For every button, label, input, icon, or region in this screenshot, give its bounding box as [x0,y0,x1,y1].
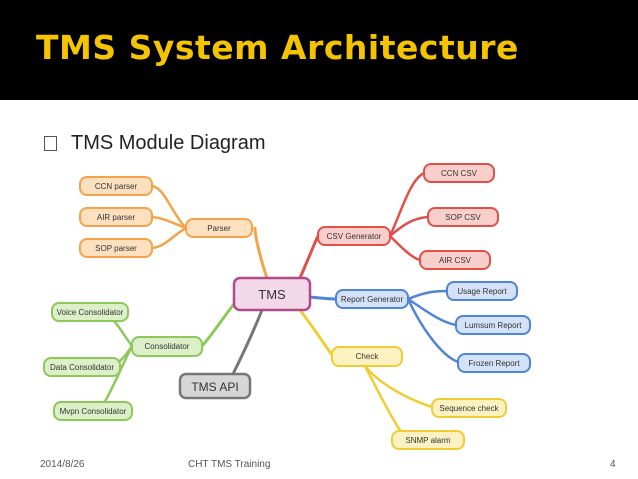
node-sequence-check [431,398,507,418]
node-mvpn-consolidator-label: Mvpn Consolidator [60,407,127,416]
node-sop-csv [427,207,499,227]
edge-parser-ccn [150,184,188,230]
bullet-text: TMS Module Diagram [71,132,266,154]
node-tms-api [178,372,252,400]
node-sop-csv-label: SOP CSV [445,213,481,222]
node-sop-parser-label: SOP parser [95,244,137,253]
node-ccn-parser [79,176,153,196]
node-lumsum-report [455,315,531,335]
node-usage-report [446,281,518,301]
edge-parser-air [150,215,188,230]
footer-center: CHT TMS Training [188,459,271,470]
node-air-parser [79,207,153,227]
node-sequence-check-label: Sequence check [439,404,499,413]
node-air-csv [419,250,491,270]
footer-date: 2014/8/26 [40,459,85,470]
node-ccn-csv [423,163,495,183]
title-bar: TMS System Architecture [0,0,638,100]
edge-tms-csv [298,234,320,280]
node-ccn-csv-label: CCN CSV [441,169,478,178]
node-data-consolidator-label: Data Consolidator [50,363,114,372]
slide-title: TMS System Architecture [36,28,519,67]
edge-check-snmp [363,364,407,439]
node-parser-label: Parser [207,224,231,233]
edge-tms-check [298,308,334,357]
node-tms-api-label: TMS API [191,380,238,394]
edge-csv-sop [388,215,430,238]
node-mvpn-consolidator [53,401,133,421]
edge-report-frozen [406,297,460,364]
edge-check-sequence [363,364,434,409]
edge-tms-api [230,308,264,378]
node-frozen-report [457,353,531,373]
node-check-label: Check [356,352,380,361]
edge-tms-report [308,295,338,301]
node-parser [185,218,253,238]
bullet-row: TMS Module Diagram [44,132,266,155]
edge-csv-ccn [388,171,426,238]
node-report-generator [335,289,409,309]
node-air-csv-label: AIR CSV [439,256,472,265]
node-lumsum-report-label: Lumsum Report [465,321,523,330]
module-diagram: TMS Parser CCN parser AIR parser SOP par… [43,163,531,450]
node-check [331,346,403,367]
edge-parser-sop [150,226,188,250]
node-voice-consolidator-label: Voice Consolidator [57,308,124,317]
node-tms-label: TMS [258,287,286,302]
node-frozen-report-label: Frozen Report [468,359,520,368]
node-air-parser-label: AIR parser [97,213,136,222]
node-sop-parser [79,238,153,258]
node-voice-consolidator [51,302,129,322]
node-csv-generator-label: CSV Generator [327,232,382,241]
edge-report-usage [406,289,449,301]
edge-report-lumsum [406,297,458,327]
node-consolidator-label: Consolidator [145,342,190,351]
edge-csv-air [388,234,422,262]
bullet-box-icon [44,136,57,151]
node-tms [232,276,312,312]
node-csv-generator [317,226,391,246]
node-data-consolidator [43,357,121,377]
node-report-generator-label: Report Generator [341,295,404,304]
node-usage-report-label: Usage Report [457,287,507,296]
node-consolidator [131,336,203,357]
node-ccn-parser-label: CCN parser [95,182,138,191]
node-snmp-alarm [391,430,465,450]
edge-tms-consolidator [200,298,239,348]
page-number: 4 [610,459,616,470]
node-snmp-alarm-label: SNMP alarm [405,436,451,445]
edge-cons-mvpn [98,344,134,412]
